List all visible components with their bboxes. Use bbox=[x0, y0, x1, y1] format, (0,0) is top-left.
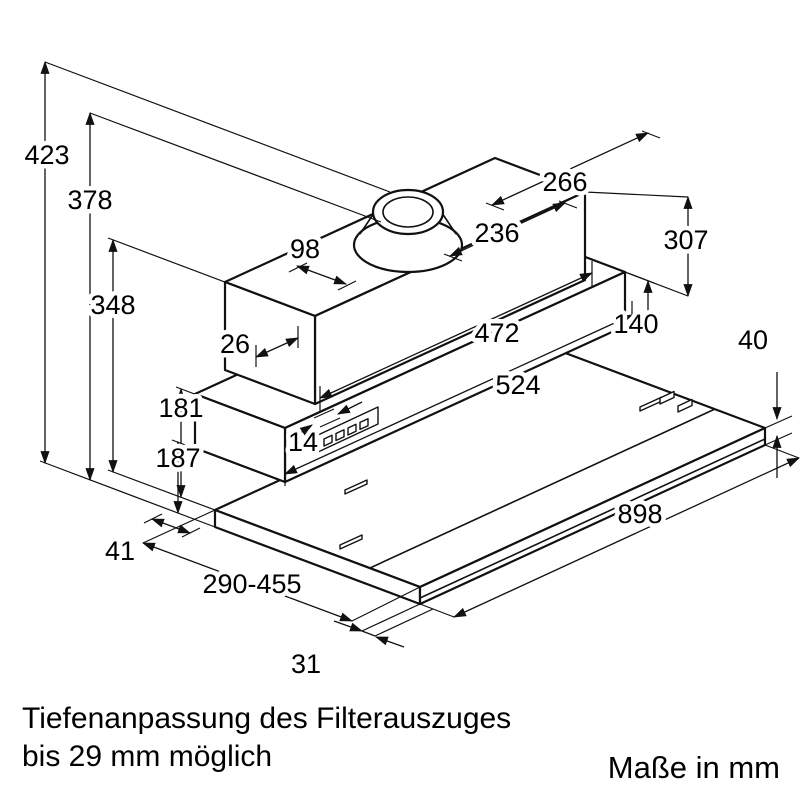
dim-label-472: 472 bbox=[474, 318, 519, 348]
dimension-lines bbox=[40, 60, 800, 648]
dim-label-423: 423 bbox=[24, 140, 69, 170]
extension-line bbox=[419, 603, 455, 618]
duct-collar bbox=[352, 188, 464, 274]
extension-line bbox=[374, 608, 434, 637]
extension-line bbox=[764, 432, 793, 446]
extension-line bbox=[361, 603, 421, 632]
dim-label-41: 41 bbox=[105, 536, 135, 566]
extension-line bbox=[171, 439, 286, 483]
dim-label-236: 236 bbox=[474, 218, 519, 248]
dim-label-98: 98 bbox=[290, 234, 320, 264]
extension-line bbox=[443, 253, 463, 262]
dim-label-187: 187 bbox=[155, 443, 200, 473]
dim-label-348: 348 bbox=[90, 290, 135, 320]
dim-label-181: 181 bbox=[158, 393, 203, 423]
dim-label-31: 31 bbox=[291, 649, 321, 679]
extension-line bbox=[107, 469, 216, 511]
extension-line bbox=[107, 237, 316, 317]
extension-line bbox=[89, 112, 382, 223]
note-line-2: bis 29 mm möglich bbox=[22, 740, 272, 773]
dim-label-290-455: 290-455 bbox=[202, 569, 301, 599]
extension-line bbox=[351, 586, 421, 622]
dim-label-898: 898 bbox=[617, 499, 662, 529]
extension-line bbox=[641, 130, 661, 139]
dim-label-266: 266 bbox=[542, 167, 587, 197]
mounting-tab bbox=[659, 390, 675, 405]
note-line-1: Tiefenanpassung des Filterauszuges bbox=[22, 702, 511, 735]
extension-line bbox=[764, 444, 800, 459]
dimension-line-266 bbox=[491, 132, 649, 206]
extension-line bbox=[181, 527, 201, 538]
mounting-tab bbox=[677, 398, 693, 413]
duct-inner-ellipse bbox=[382, 196, 434, 228]
dimension-labels: 423 378 348 181 187 41 26 14 98 236 266 … bbox=[20, 136, 773, 684]
dimension-line-290-455 bbox=[141, 542, 354, 622]
extension-line bbox=[143, 513, 163, 524]
extension-line bbox=[175, 386, 286, 429]
dimension-line-31 bbox=[361, 630, 376, 637]
dimension-line-236 bbox=[449, 202, 566, 257]
extension-line bbox=[39, 460, 216, 528]
dimension-line-31 bbox=[374, 636, 405, 648]
dim-label-378: 378 bbox=[67, 185, 112, 215]
dim-label-26: 26 bbox=[220, 329, 250, 359]
dim-label-40: 40 bbox=[738, 325, 768, 355]
dim-label-307: 307 bbox=[663, 225, 708, 255]
extension-line bbox=[764, 415, 793, 429]
dim-label-14: 14 bbox=[288, 427, 318, 457]
dimension-line-524 bbox=[284, 314, 633, 475]
captions: Tiefenanpassung des Filterauszuges bis 2… bbox=[22, 702, 780, 785]
dim-label-524: 524 bbox=[495, 370, 540, 400]
visor-slot bbox=[344, 479, 368, 495]
extension-line bbox=[624, 271, 655, 284]
extension-line bbox=[584, 191, 689, 198]
extension-line bbox=[44, 61, 391, 193]
dimension-line-41 bbox=[150, 518, 192, 534]
units-note: Maße in mm bbox=[608, 750, 780, 785]
extension-line bbox=[142, 509, 216, 544]
dim-label-140: 140 bbox=[613, 309, 658, 339]
dimension-line-31 bbox=[333, 620, 364, 632]
dimension-line-898 bbox=[453, 457, 800, 618]
